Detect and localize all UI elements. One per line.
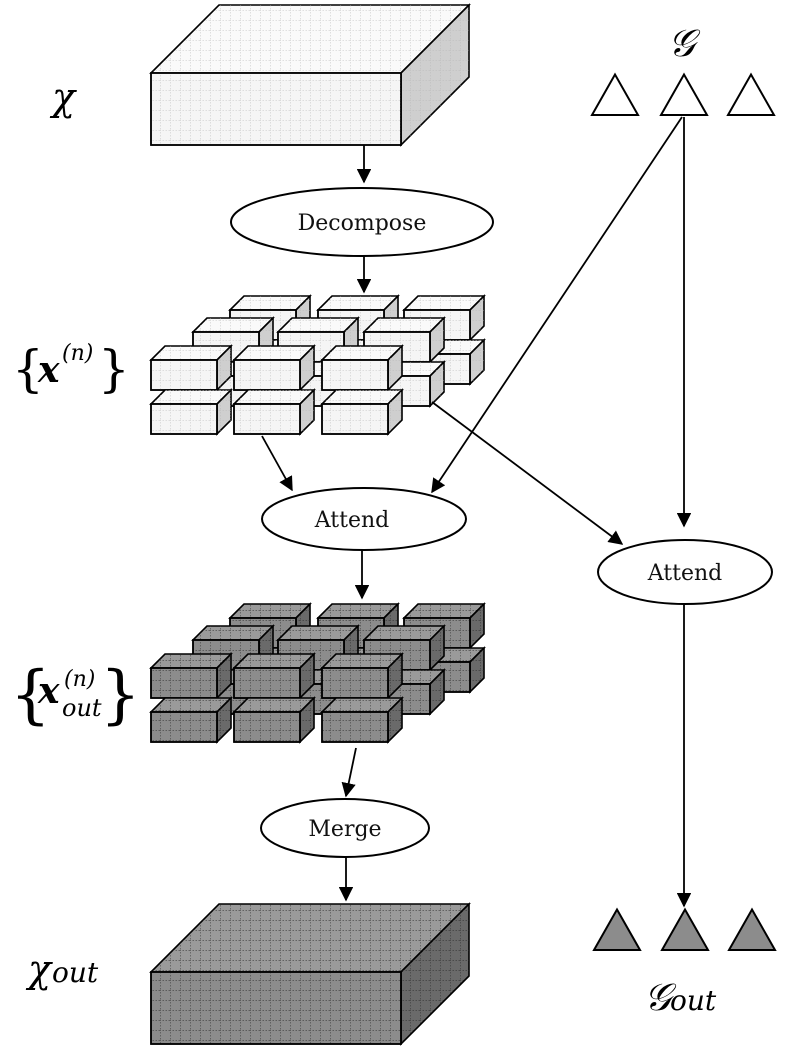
label-x-brace-open: { (12, 340, 44, 398)
node-merge: Merge (260, 798, 430, 858)
label-xout-subscript: out (62, 694, 102, 722)
graph-output-triangles (592, 907, 777, 951)
output-patch-blocks (149, 602, 486, 744)
arrow-graph-to-attend-left (431, 116, 683, 494)
input-patch-block (320, 388, 404, 436)
graph-output-triangle (727, 907, 777, 951)
node-attend-right-label: Attend (647, 561, 722, 586)
label-graph-out-subscript: out (670, 984, 717, 1017)
graph-output-triangle (592, 907, 642, 951)
label-xout-superscript: (n) (64, 667, 95, 692)
label-chi: χ (49, 75, 77, 119)
label-x-superscript: (n) (62, 341, 93, 366)
output-patch-block (232, 652, 316, 700)
output-patch-block (320, 652, 404, 700)
label-xout-brace-open: { (10, 658, 51, 732)
label-x-bold: x (37, 349, 60, 391)
node-attend-left: Attend (261, 487, 467, 551)
input-patch-block (232, 388, 316, 436)
graph-token-triangle (659, 72, 709, 116)
flow-arrows (261, 116, 692, 908)
label-xout-bold: x (37, 670, 60, 712)
label-graph: 𝒢 (668, 21, 701, 65)
node-attend-right: Attend (597, 539, 773, 605)
label-x-brace-close: } (98, 340, 130, 398)
node-attend-left-label: Attend (314, 508, 389, 533)
input-patch-blocks (149, 294, 486, 436)
graph-token-triangle (726, 72, 776, 116)
label-chi-out-base: χ (25, 947, 53, 991)
node-decompose: Decompose (230, 187, 494, 257)
arrow-patches-to-attend-right (431, 401, 624, 545)
graph-token-triangle (590, 72, 640, 116)
label-xout-brace-close: } (100, 658, 141, 732)
output-patch-block (320, 696, 404, 744)
input-patch-block (232, 344, 316, 392)
output-patch-block (232, 696, 316, 744)
label-chi-out: χ out (25, 947, 99, 991)
graph-output-triangle (660, 907, 710, 951)
input-tensor-cube (149, 3, 471, 147)
input-patch-block (149, 344, 233, 392)
node-merge-label: Merge (308, 817, 381, 842)
label-xout-set: { x (n) out } (10, 658, 141, 732)
input-patch-block (149, 388, 233, 436)
label-chi-out-subscript: out (52, 956, 99, 989)
output-tensor-cube (149, 902, 471, 1046)
label-graph-out: 𝒢 out (644, 975, 717, 1019)
graph-token-triangles (590, 72, 776, 116)
output-tensor-block (149, 902, 471, 1046)
input-patch-block (320, 344, 404, 392)
arrow-outputs-to-merge (341, 747, 357, 798)
output-patch-block (149, 696, 233, 744)
node-decompose-label: Decompose (298, 211, 427, 236)
output-patch-block (149, 652, 233, 700)
arrow-patches-to-attend-left (261, 435, 293, 492)
label-x-set: { x (n) } (12, 340, 130, 398)
input-tensor-block (149, 3, 471, 147)
